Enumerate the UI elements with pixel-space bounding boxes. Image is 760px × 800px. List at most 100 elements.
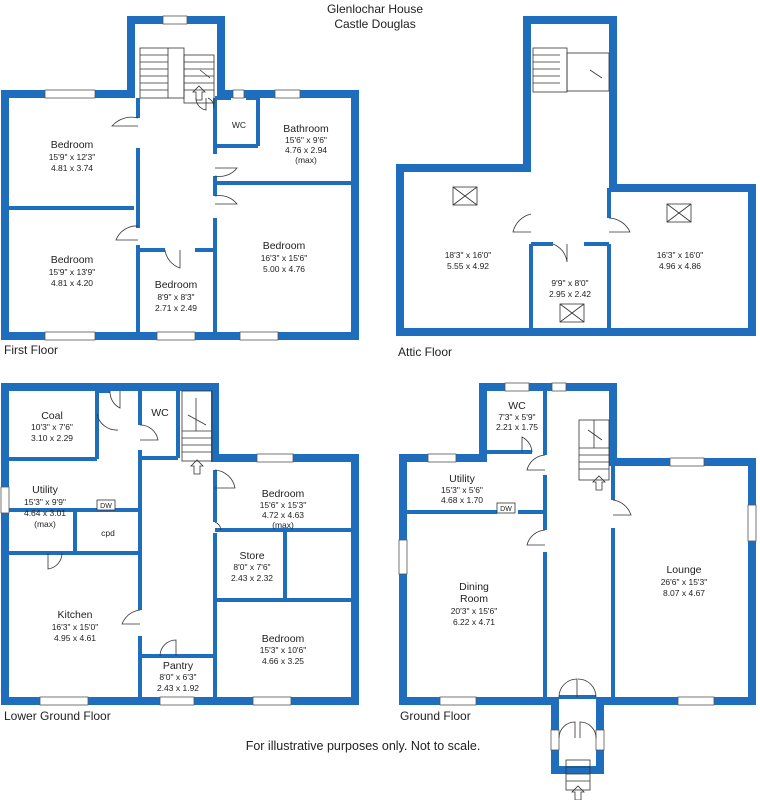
svg-text:4.68 x 1.70: 4.68 x 1.70 (441, 495, 483, 505)
svg-text:4.66 x 3.25: 4.66 x 3.25 (262, 656, 304, 666)
ground-floor-fixtures (496, 419, 632, 800)
attic-room-1: 18'3" x 16'0" 5.55 x 4.92 (445, 250, 492, 271)
svg-text:2.43 x 1.92: 2.43 x 1.92 (157, 683, 199, 693)
lower-ground-fixtures (47, 390, 236, 657)
ground-floor-windows (398, 382, 757, 751)
attic-room-3: 16'3" x 16'0" 4.96 x 4.86 (657, 250, 704, 271)
svg-text:4.72 x 4.63: 4.72 x 4.63 (262, 510, 304, 520)
svg-text:Bedroom: Bedroom (155, 279, 198, 291)
svg-text:16'3" x 15'0": 16'3" x 15'0" (52, 622, 99, 632)
window (669, 457, 705, 467)
svg-text:8.07 x 4.67: 8.07 x 4.67 (663, 588, 705, 598)
first-floor-windows (44, 15, 301, 341)
svg-text:2.95 x 2.42: 2.95 x 2.42 (549, 289, 591, 299)
lower-room-coal: Coal 10'3" x 7'6" 3.10 x 2.29 (31, 410, 73, 443)
svg-text:26'6" x 15'3": 26'6" x 15'3" (661, 577, 708, 587)
skylight-icon (452, 186, 478, 206)
first-floor-internal-walls (9, 96, 351, 332)
svg-text:15'9" x 12'3": 15'9" x 12'3" (49, 152, 96, 162)
svg-text:Bedroom: Bedroom (51, 139, 94, 151)
skylight-icon (666, 203, 692, 223)
svg-text:2.21 x 1.75: 2.21 x 1.75 (496, 422, 538, 432)
lower-room-cpd: cpd (101, 528, 115, 538)
property-location: Castle Douglas (334, 17, 415, 31)
lower-ground-internal-walls (9, 389, 351, 697)
window (156, 331, 196, 341)
svg-text:16'3" x 15'6": 16'3" x 15'6" (261, 253, 308, 263)
first-floor-room-bedroom-2: Bedroom 15'9" x 13'9" 4.81 x 4.20 (49, 254, 96, 288)
window (0, 486, 10, 514)
window (550, 729, 560, 751)
attic-floor-label: Attic Floor (398, 345, 452, 359)
window (39, 696, 89, 706)
lower-ground-floor-plan (1, 383, 359, 705)
ground-floor-outer-wall (399, 383, 756, 774)
ground-room-wc: WC 7'3" x 5'9" 2.21 x 1.75 (496, 400, 538, 432)
lower-room-bedroom-1: Bedroom 15'6" x 15'3" 4.72 x 4.63 (max) (260, 488, 307, 530)
svg-text:9'9" x 8'0": 9'9" x 8'0" (551, 278, 588, 288)
window (239, 331, 279, 341)
svg-text:10'3" x 7'6": 10'3" x 7'6" (31, 422, 73, 432)
svg-text:15'3" x 10'6": 15'3" x 10'6" (260, 645, 307, 655)
ground-room-lounge: Lounge 26'6" x 15'3" 8.07 x 4.67 (661, 564, 708, 598)
ground-room-utility: Utility 15'3" x 5'6" 4.68 x 1.70 (441, 473, 483, 505)
window (439, 696, 477, 706)
svg-text:4.64 x 3.01: 4.64 x 3.01 (24, 508, 66, 518)
first-floor-room-bedroom-4: Bedroom 16'3" x 15'6" 5.00 x 4.76 (261, 240, 308, 274)
svg-text:Bedroom: Bedroom (51, 254, 94, 266)
svg-text:Dining: Dining (459, 581, 489, 593)
svg-text:4.81 x 4.20: 4.81 x 4.20 (51, 278, 93, 288)
svg-text:Lounge: Lounge (666, 564, 701, 576)
svg-text:(max): (max) (34, 519, 56, 529)
stair-arrow-icon (592, 475, 606, 491)
svg-text:6.22 x 4.71: 6.22 x 4.71 (453, 617, 495, 627)
svg-text:Bedroom: Bedroom (263, 240, 306, 252)
attic-floor-plan (396, 16, 756, 336)
svg-text:8'9" x 8'3": 8'9" x 8'3" (157, 292, 194, 302)
svg-text:Room: Room (460, 593, 488, 605)
first-floor-plan (1, 16, 359, 340)
window (159, 696, 195, 706)
window (677, 696, 715, 706)
lower-ground-outer-wall (1, 383, 359, 705)
window (252, 696, 292, 706)
first-floor-label: First Floor (4, 343, 58, 357)
attic-outer-wall (396, 16, 756, 336)
lower-ground-floor-label: Lower Ground Floor (4, 709, 111, 723)
first-floor-room-bedroom-1: Bedroom 15'9" x 12'3" 4.81 x 3.74 (49, 139, 96, 173)
ground-room-dining-room: Dining Room 20'3" x 15'6" 6.22 x 4.71 (451, 581, 498, 627)
first-floor-room-wc: WC (232, 120, 246, 130)
window (398, 539, 408, 575)
svg-text:20'3" x 15'6": 20'3" x 15'6" (451, 606, 498, 616)
ground-floor-internal-walls (407, 391, 615, 699)
attic-internal-walls (529, 188, 611, 328)
skylight-icon (559, 303, 585, 323)
svg-text:Bedroom: Bedroom (262, 488, 305, 500)
window (747, 504, 757, 542)
svg-text:2.43 x 2.32: 2.43 x 2.32 (231, 573, 273, 583)
ground-floor-label: Ground Floor (400, 709, 471, 723)
svg-text:15'9" x 13'9": 15'9" x 13'9" (49, 267, 96, 277)
property-name: Glenlochar House (327, 2, 423, 16)
lower-room-utility: Utility 15'3" x 9'9" 4.64 x 3.01 (max) (24, 484, 66, 529)
svg-text:15'6" x 9'6": 15'6" x 9'6" (285, 135, 327, 145)
svg-text:3.10 x 2.29: 3.10 x 2.29 (31, 433, 73, 443)
svg-text:15'3" x 9'9": 15'3" x 9'9" (24, 497, 66, 507)
svg-text:5.55 x 4.92: 5.55 x 4.92 (447, 261, 489, 271)
svg-text:4.95 x 4.61: 4.95 x 4.61 (54, 633, 96, 643)
lower-room-store: Store 8'0" x 7'6" 2.43 x 2.32 (231, 550, 273, 583)
attic-room-2: 9'9" x 8'0" 2.95 x 2.42 (549, 278, 591, 299)
svg-text:8'0" x 7'6": 8'0" x 7'6" (233, 562, 270, 572)
window (504, 382, 530, 392)
window (162, 15, 188, 25)
svg-text:Kitchen: Kitchen (57, 609, 92, 621)
svg-text:(max): (max) (295, 155, 317, 165)
lower-room-wc: WC (151, 407, 169, 419)
window (595, 729, 605, 751)
svg-text:Coal: Coal (41, 410, 63, 422)
entrance-arrow-icon (571, 785, 585, 800)
svg-text:WC: WC (508, 400, 526, 412)
svg-text:8'0" x 6'3": 8'0" x 6'3" (159, 672, 196, 682)
disclaimer-text: For illustrative purposes only. Not to s… (246, 739, 481, 753)
